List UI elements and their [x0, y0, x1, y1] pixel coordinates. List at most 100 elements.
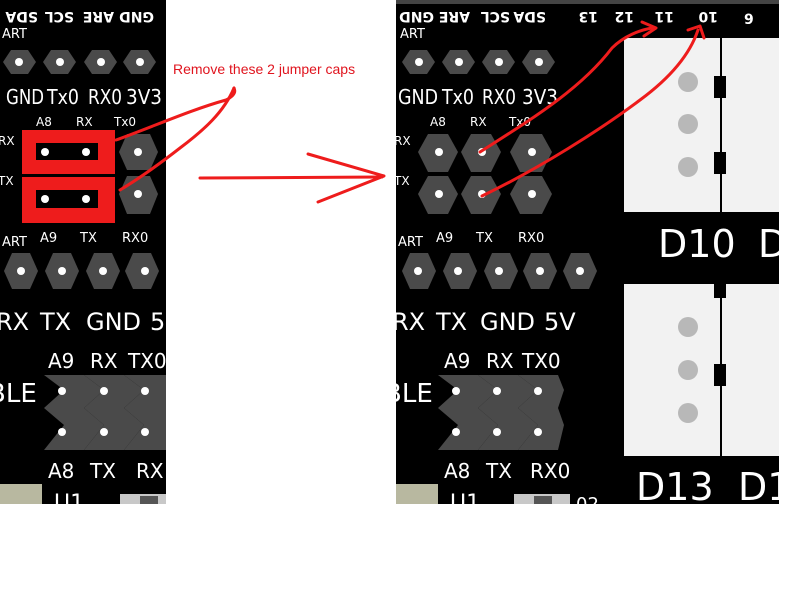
arrow-shaft [198, 175, 384, 180]
right-header-gnd: GND [399, 8, 434, 24]
right-art-bottom: ART [398, 235, 423, 250]
right-header-13: 13 [579, 8, 598, 24]
left-cross-a9: A9 [48, 349, 74, 373]
right-grid-tx: TX [475, 231, 493, 246]
jumper-pin-hole [41, 148, 49, 156]
right-grid-rx: RX [470, 115, 487, 129]
left-component [0, 484, 42, 504]
right-cross-rx: RX [486, 349, 514, 373]
right-top-edge [396, 0, 779, 4]
left-top-header: GND ARE SCL SDA [5, 8, 154, 24]
right-label-rx0: RX0 [482, 85, 516, 109]
jumper-pin-hole [82, 148, 90, 156]
pointer-stroke-upper [114, 86, 237, 142]
pointer-stroke-lower [118, 86, 236, 192]
jumper-cap-1-slot [36, 143, 98, 160]
jumper-pin-hole [41, 195, 49, 203]
left-grid-rx0: RX0 [122, 231, 148, 246]
right-header-9: 9 [744, 12, 754, 28]
right-label-d10: D10 [658, 222, 736, 266]
left-side-rx: RX [0, 134, 15, 148]
left-ble: BLE [0, 379, 37, 409]
right-art-top: ART [400, 27, 425, 42]
right-cross-a9: A9 [444, 349, 470, 373]
left-bottom-rx: RX [0, 308, 29, 336]
right-header-10: 10 [698, 8, 718, 24]
left-cross-rx-bottom: RX [136, 459, 164, 483]
connector-pin [678, 72, 698, 92]
right-header-scl: SCL [481, 8, 510, 24]
right-board-svg: GND ARE SCL SDA 13 12 11 10 9 ART D10 D [396, 0, 779, 504]
left-pin-hole [56, 58, 64, 66]
left-grid-a8: A8 [36, 115, 52, 129]
left-pin-hole [58, 267, 66, 275]
right-switch-knob [534, 496, 552, 504]
left-second-pin-row [4, 253, 159, 289]
annotation-text: Remove these 2 jumper caps [173, 61, 356, 77]
left-grid-a9: A9 [40, 231, 57, 246]
left-grid-tx0: Tx0 [113, 115, 136, 129]
left-art-bottom: ART [2, 235, 27, 250]
right-grid-a9: A9 [436, 231, 453, 246]
right-side-tx: TX [396, 174, 410, 188]
left-cross-tx0: TX0 [127, 349, 166, 373]
right-grid-tx0: Tx0 [508, 115, 531, 129]
right-grid-a8: A8 [430, 115, 446, 129]
right-header-11: 11 [655, 8, 674, 24]
right-label-d1-partial: D1 [738, 465, 779, 504]
right-bottom-rx: RX [396, 308, 425, 336]
right-cross-tx0: TX0 [521, 349, 561, 373]
right-header-aref: ARE [439, 8, 470, 24]
right-label-tx0: Tx0 [441, 85, 474, 109]
connector-pin [678, 157, 698, 177]
route-rx-arrowhead [640, 20, 658, 38]
route-tx-to-10 [480, 28, 700, 198]
right-top-pin-row [402, 50, 555, 74]
left-u1: U1 [54, 491, 84, 504]
right-second-pin-row [402, 253, 597, 289]
left-bottom-5: 5 [150, 308, 165, 336]
left-pin-hole [134, 148, 142, 156]
route-rx-to-11 [478, 26, 654, 154]
right-connector-upper [624, 38, 779, 212]
right-cross-tx: TX [485, 459, 512, 483]
left-board-svg: GND ARE SCL SDA ART GND Tx0 RX0 3V3 A8 R… [0, 8, 166, 504]
right-ble: BLE [396, 379, 433, 409]
right-bottom-5v: 5V [544, 308, 576, 336]
left-bottom-gnd: GND [86, 308, 141, 336]
left-pin-hole [99, 267, 107, 275]
right-bottom-tx: TX [435, 308, 467, 336]
left-header-scl: SCL [45, 8, 74, 24]
connector-pin [678, 403, 698, 423]
connector-pin [678, 360, 698, 380]
left-side-tx: TX [0, 174, 14, 188]
right-label-d-partial: D [758, 222, 779, 266]
left-pin-hole [136, 58, 144, 66]
left-header-gnd: GND [119, 8, 154, 24]
left-label-3v3: 3V3 [126, 85, 162, 109]
left-grid-rx: RX [76, 115, 93, 129]
left-label-gnd: GND [6, 85, 44, 109]
left-cross-rx: RX [90, 349, 118, 373]
right-connector-lower [624, 284, 779, 456]
left-grid-tx: TX [79, 231, 97, 246]
right-board-panel: GND ARE SCL SDA 13 12 11 10 9 ART D10 D [396, 0, 779, 504]
arrow-head [306, 152, 386, 204]
right-bottom-gnd: GND [480, 308, 535, 336]
right-cross-rx0: RX0 [530, 459, 570, 483]
connector-pin [678, 317, 698, 337]
left-label-rx0: RX0 [88, 85, 122, 109]
left-top-pin-row [3, 50, 156, 74]
left-pin-hole [17, 267, 25, 275]
right-top-header: GND ARE SCL SDA 13 12 11 10 [399, 8, 718, 24]
right-cross-a8: A8 [444, 459, 470, 483]
left-bottom-tx: TX [39, 308, 71, 336]
left-art-top: ART [2, 27, 27, 42]
left-pin-hole [97, 58, 105, 66]
right-cross-holes [452, 387, 542, 436]
right-part-label: 02 [576, 494, 599, 504]
right-grid-rx0: RX0 [518, 231, 544, 246]
left-label-tx0: Tx0 [46, 85, 79, 109]
left-header-sda: SDA [5, 8, 38, 24]
